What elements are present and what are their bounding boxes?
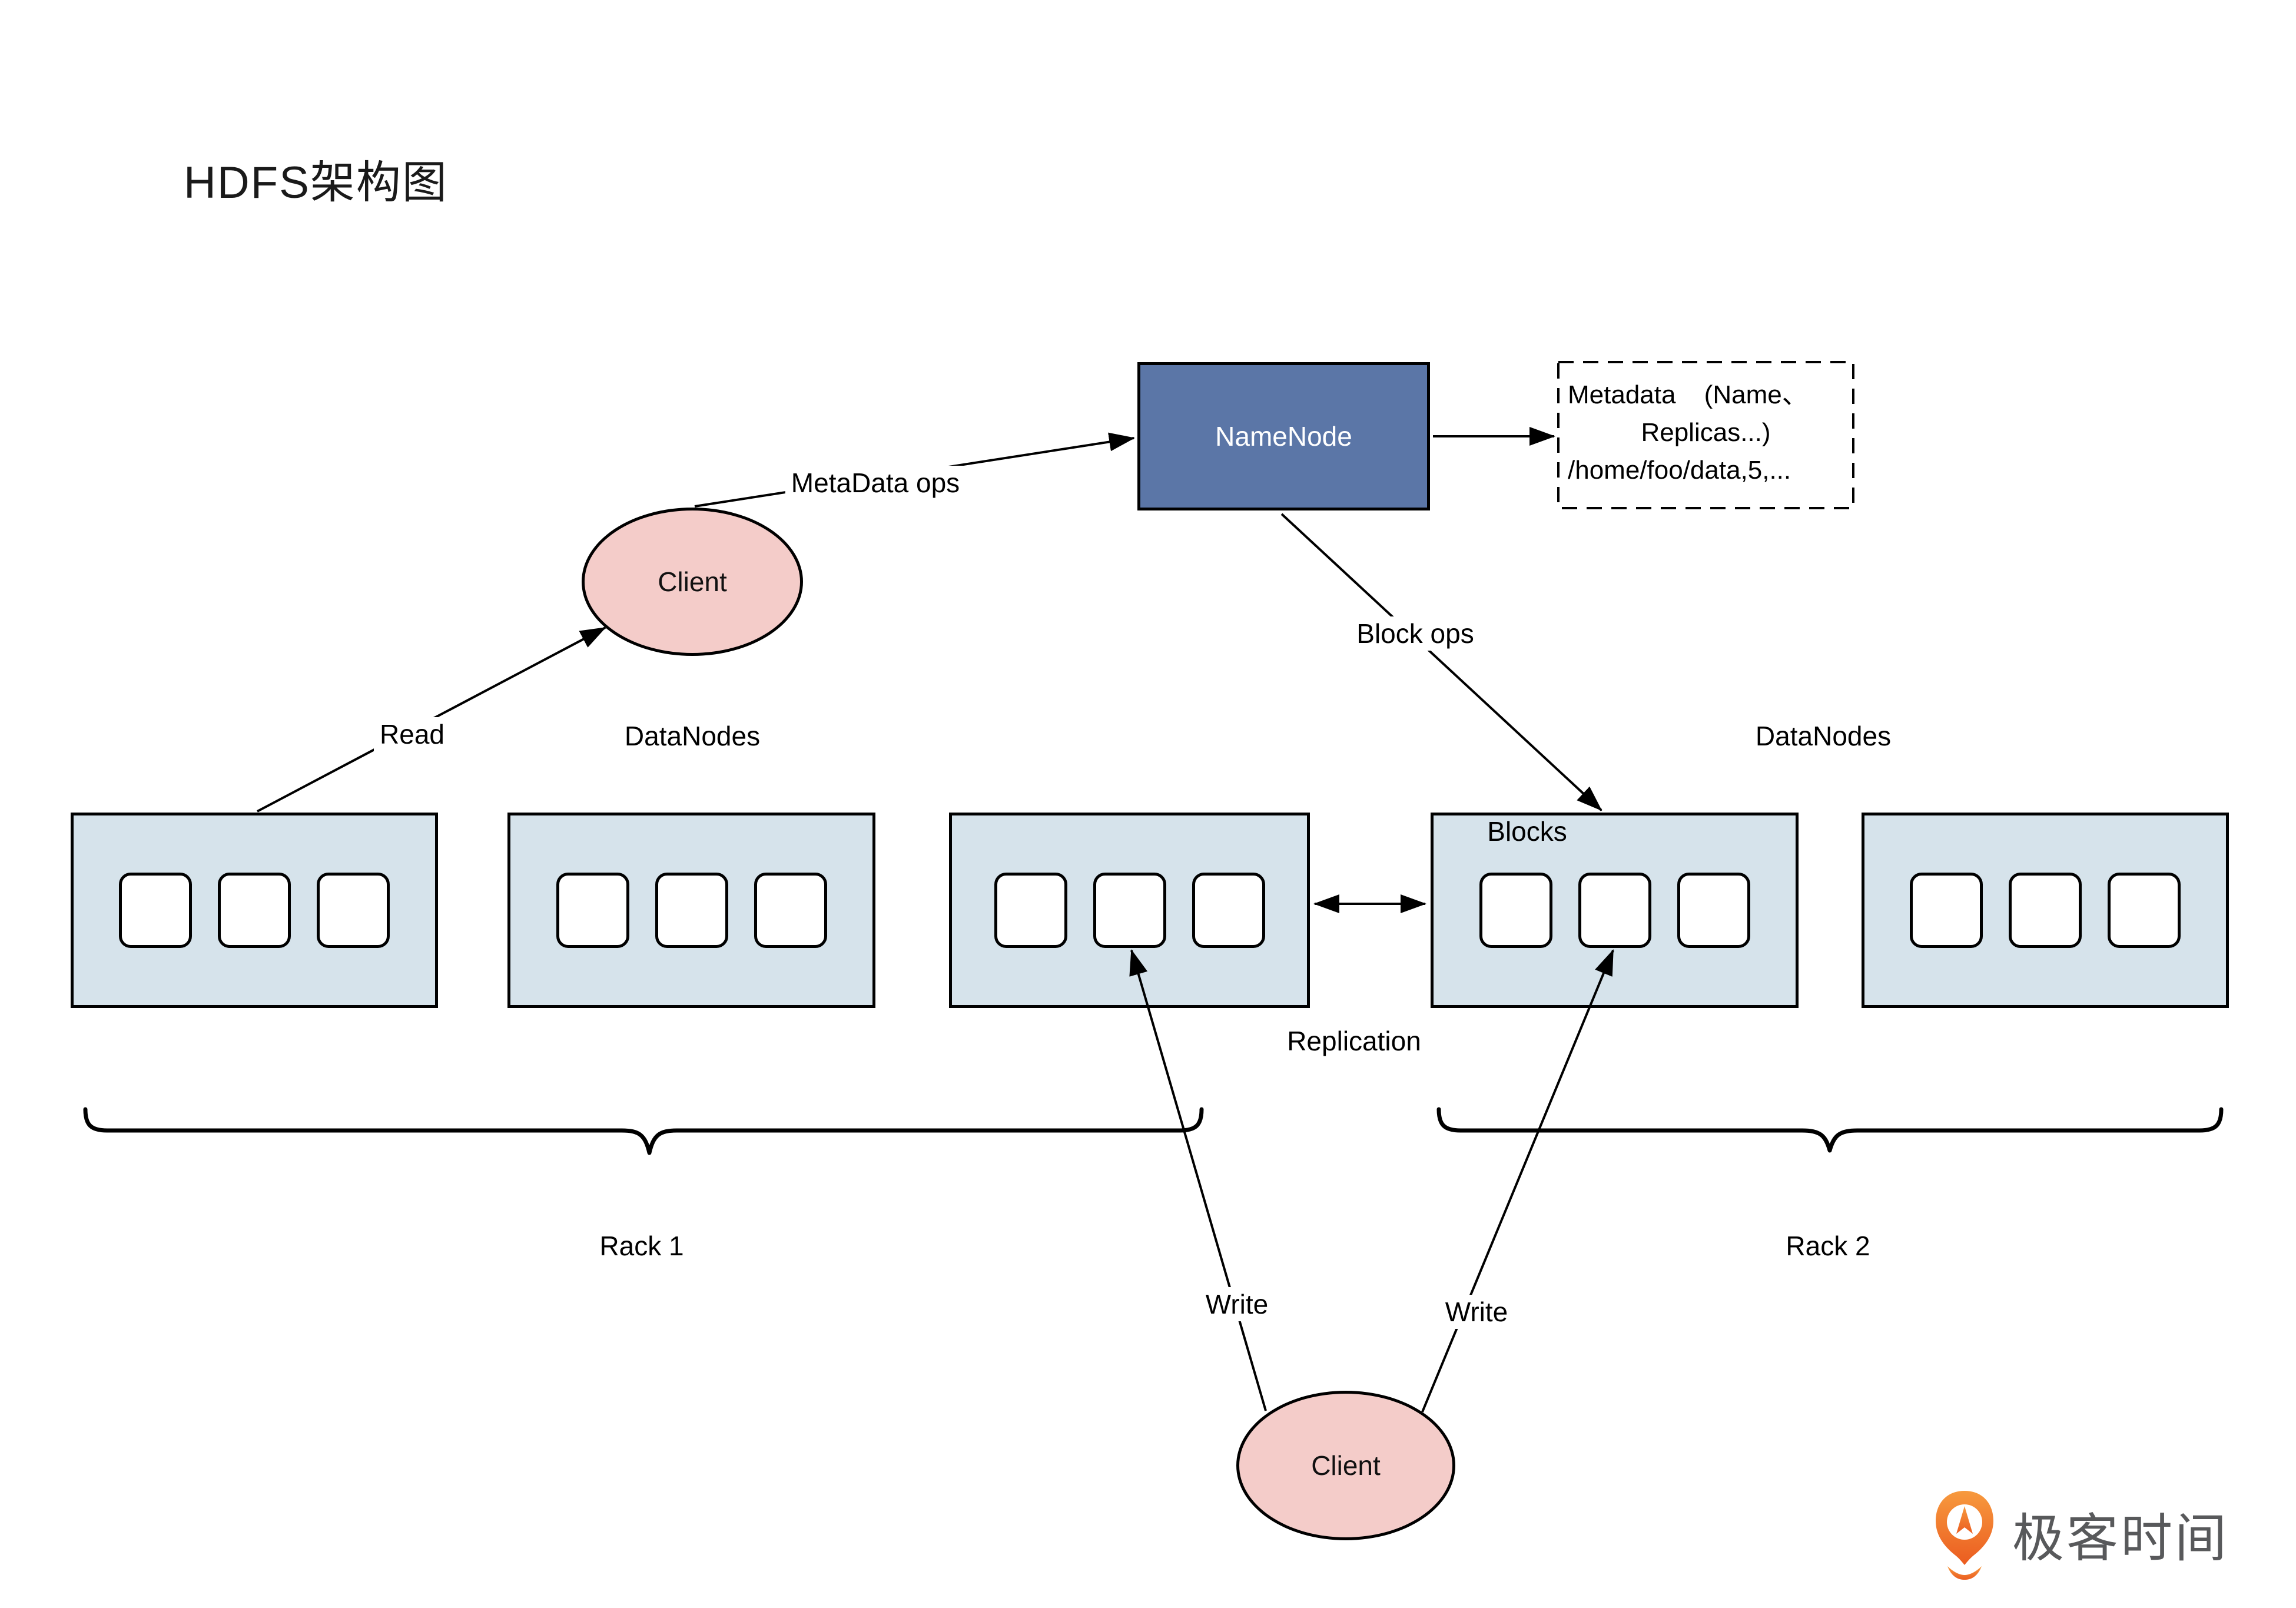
block-ops-arrow [1280, 513, 1602, 811]
write-left-label: Write [1199, 1287, 1275, 1321]
replication-label: Replication [1287, 1026, 1421, 1056]
rack2-brace [1436, 1107, 2224, 1153]
block [1479, 873, 1552, 948]
blocks-label: Blocks [1487, 816, 1567, 847]
geektime-pin-icon [1936, 1491, 1993, 1580]
block [754, 873, 827, 948]
datanode-box-3 [949, 813, 1310, 1008]
datanodes-left-label: DataNodes [624, 721, 761, 751]
block [317, 873, 390, 948]
read-label: Read [374, 717, 450, 751]
write-right-arrow [1421, 949, 1614, 1413]
write-left-arrow [1129, 949, 1267, 1411]
block [218, 873, 291, 948]
brand-name: 极客时间 [2012, 1509, 2229, 1567]
metadata-note: Metadata (Name、 Replicas...) /home/foo/d… [1558, 362, 1853, 508]
rack1-brace [83, 1107, 1204, 1155]
client-bottom-ellipse: Client [1236, 1391, 1455, 1540]
block [1677, 873, 1750, 948]
metadata-line-2: Replicas...) [1641, 418, 1771, 447]
block [655, 873, 728, 948]
geektime-brand: 极客时间 [1932, 1488, 2229, 1580]
block [1093, 873, 1166, 948]
metadata-dashed-box [1557, 361, 1854, 509]
datanode-box-2 [507, 813, 875, 1008]
block [1192, 873, 1265, 948]
rack2-label: Rack 2 [1786, 1231, 1870, 1261]
block [994, 873, 1067, 948]
block [1910, 873, 1983, 948]
client-top-label: Client [658, 566, 727, 597]
datanode-box-5 [1862, 813, 2229, 1008]
datanode-box-1 [71, 813, 438, 1008]
client-top-ellipse: Client [582, 508, 803, 656]
write-right-label: Write [1439, 1295, 1514, 1329]
block [556, 873, 629, 948]
metadata-line-3: /home/foo/data,5,... [1568, 456, 1791, 485]
datanode-box-4 [1431, 813, 1799, 1008]
namenode-box: NameNode [1137, 362, 1430, 510]
block [2108, 873, 2181, 948]
datanodes-right-label: DataNodes [1755, 721, 1892, 751]
block-ops-label: Block ops [1351, 616, 1480, 651]
metadata-ops-label: MetaData ops [785, 466, 966, 500]
block [2009, 873, 2082, 948]
page-title: HDFS架构图 [184, 158, 448, 208]
client-bottom-label: Client [1311, 1450, 1381, 1481]
block [1578, 873, 1651, 948]
rack1-label: Rack 1 [599, 1231, 684, 1261]
block [119, 873, 192, 948]
namenode-label: NameNode [1215, 421, 1352, 452]
metadata-line-1: Metadata (Name、 [1568, 380, 1808, 409]
